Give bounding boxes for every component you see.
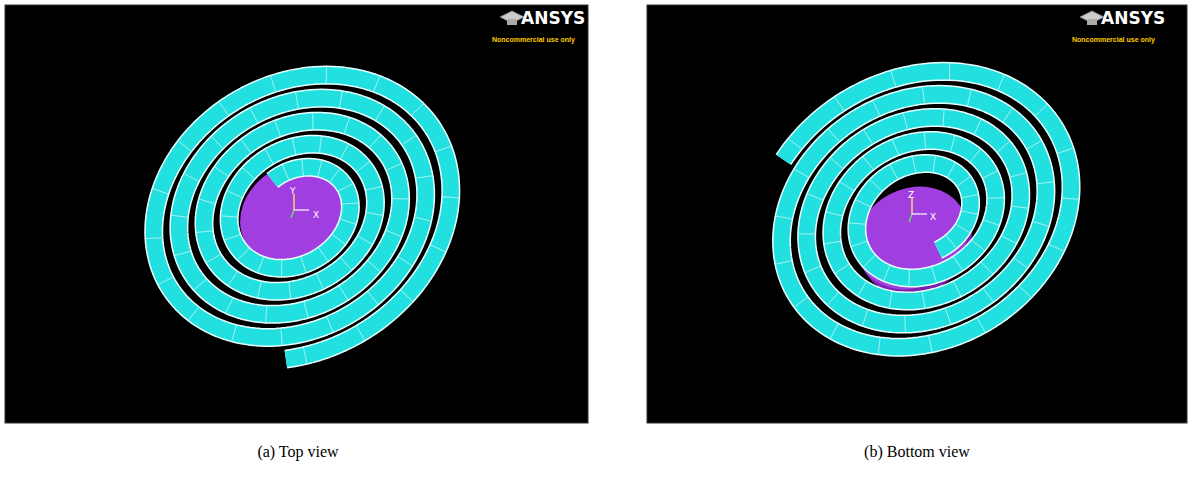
mesh-lines: [146, 67, 459, 363]
subfigure-caption: (b) Bottom view: [864, 443, 970, 461]
watermark-note: Noncommercial use only: [1072, 36, 1155, 44]
axis-label: X: [930, 213, 936, 223]
spiral-outline: [154, 75, 451, 359]
axis-triad: [909, 198, 927, 222]
subfigure-caption: (a) Top view: [257, 443, 338, 461]
watermark-note: Noncommercial use only: [492, 36, 575, 44]
axis-label-holder: X: [313, 204, 319, 222]
bottom-view-model: [776, 63, 1079, 353]
axis-label-holder: X: [930, 206, 936, 224]
axis-label: Z: [908, 191, 914, 201]
spiral-spring: [782, 71, 1072, 347]
logo-cap: [500, 11, 1104, 25]
axis-triad: [291, 194, 309, 218]
spiral-spring: [154, 75, 451, 359]
watermark-logo-holder: ANSYS: [521, 9, 585, 28]
subfigure-caption-holder: (b) Bottom view: [864, 443, 970, 461]
watermark-logo-holder: ANSYS: [1101, 9, 1165, 28]
axis-label: X: [313, 211, 319, 221]
subfigure-caption-holder: (a) Top view: [257, 443, 338, 461]
top-view-model: [146, 67, 459, 363]
axis-label-holder: Z: [908, 184, 914, 202]
axis-label-holder: Y: [290, 180, 296, 198]
spiral-outline: [782, 71, 1072, 347]
mesh-lines: [776, 63, 1079, 353]
axis-label: Y: [290, 187, 296, 197]
viewport-a: [5, 5, 588, 423]
watermark-logo: ANSYS: [521, 9, 585, 28]
viewport-b: [647, 5, 1187, 423]
watermark-logo: ANSYS: [1101, 9, 1165, 28]
watermark-note-holder: Noncommercial use only: [1072, 28, 1155, 46]
watermark-note-holder: Noncommercial use only: [492, 28, 575, 46]
